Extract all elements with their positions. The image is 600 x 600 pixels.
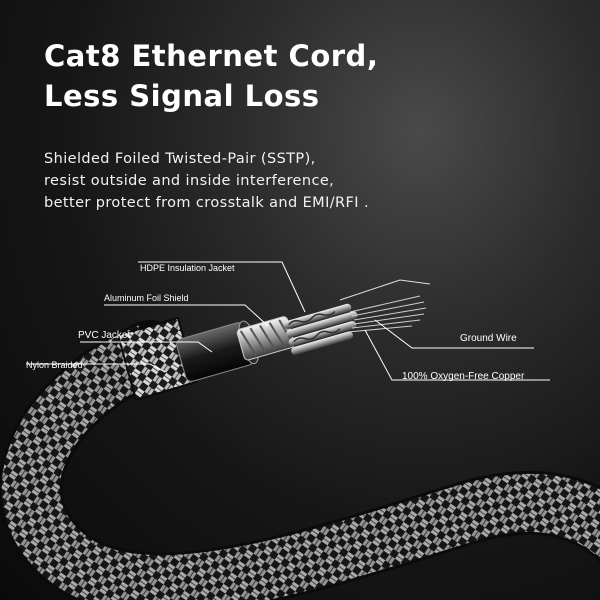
- callout-lines: [26, 261, 550, 381]
- description-line-1: Shielded Foiled Twisted-Pair (SSTP),: [44, 151, 316, 167]
- description-line-2: resist outside and inside interference,: [44, 173, 335, 189]
- description-line-3: better protect from crosstalk and EMI/RF…: [44, 195, 369, 211]
- ground-wire: [339, 279, 431, 301]
- callout-copper-label: 100% Oxygen-Free Copper: [402, 371, 525, 382]
- braided-cable: [0, 316, 600, 600]
- callout-pvc-label: PVC Jacket: [78, 330, 130, 341]
- copper-strands: [347, 295, 427, 333]
- description: Shielded Foiled Twisted-Pair (SSTP), res…: [44, 148, 369, 214]
- callout-ground-label: Ground Wire: [460, 333, 517, 344]
- callout-nylon-label: Nylon Braided: [26, 360, 83, 370]
- callout-aluminum-label: Aluminum Foil Shield: [104, 293, 189, 303]
- twisted-pairs: [283, 303, 358, 355]
- headline-line-2: Less Signal Loss: [44, 79, 320, 113]
- headline-line-1: Cat8 Ethernet Cord,: [44, 39, 379, 73]
- aluminum-foil-layer: [236, 316, 295, 361]
- headline: Cat8 Ethernet Cord, Less Signal Loss: [44, 36, 378, 116]
- callout-hdpe-label: HDPE Insulation Jacket: [140, 263, 235, 273]
